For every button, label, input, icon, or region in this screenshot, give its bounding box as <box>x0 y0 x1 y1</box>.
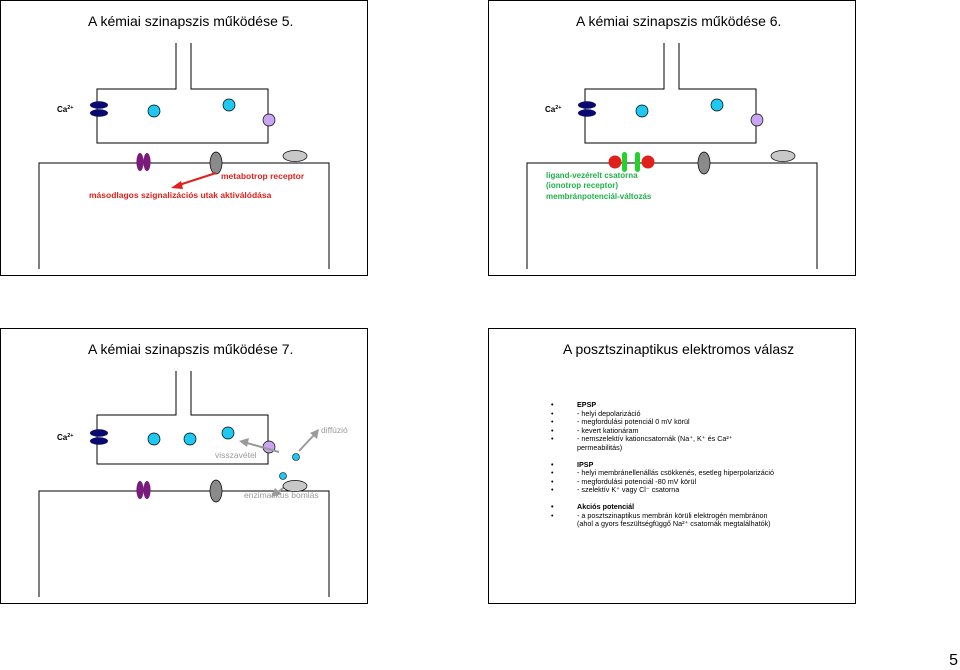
synapse-diagram: Ca2+ ligand-vezérelt csatorna (ionotrop … <box>526 43 818 269</box>
reuptake-arrow-icon <box>246 442 280 453</box>
receptor-icon <box>209 479 223 503</box>
vesicle-icon <box>147 104 161 118</box>
membran-label: membránpotenciál-változás <box>546 192 652 201</box>
vesicle-icon <box>222 98 236 112</box>
slide-title: A posztszinaptikus elektromos válasz <box>563 341 795 357</box>
vesicle-icon <box>262 113 276 127</box>
slide-7: A kémiai szinapszis működése 7. Ca2+ dif… <box>0 328 368 604</box>
bullet-item: - szelektív K⁺ vagy Cl⁻ csatorna <box>551 486 774 495</box>
vesicle-icon <box>635 104 649 118</box>
slide-5: A kémiai szinapszis működése 5. Ca2+ met… <box>0 0 368 276</box>
bullet-item: (ahol a gyors feszültségfüggő Na²⁺ csato… <box>577 519 771 529</box>
arrow-icon <box>178 172 217 186</box>
bullet-heading: EPSP <box>551 400 774 410</box>
bullet-item: - helyi depolarizáció <box>551 409 774 419</box>
ionotrop-label: (ionotrop receptor) <box>546 181 618 190</box>
vesicle-icon <box>221 426 235 440</box>
visszavetel-label: visszavétel <box>215 450 257 460</box>
vesicle-icon <box>710 98 724 112</box>
bullet-item: permeabilitás) <box>577 442 623 452</box>
slide-title: A kémiai szinapszis működése 6. <box>576 13 782 29</box>
synapse-diagram: Ca2+ metabotrop receptor másodlagos szig… <box>38 43 330 269</box>
ca-label: Ca2+ <box>545 105 562 114</box>
enzimatikus-label: enzimatikus bomlás <box>244 490 319 500</box>
vesicle-icon <box>183 432 197 446</box>
diffuzio-label: diffúzió <box>321 425 348 435</box>
ligand-label: ligand-vezérelt csatorna <box>546 171 638 180</box>
bullet-heading: Akciós potenciál <box>551 502 774 512</box>
ligand-gated-channel-icon <box>608 152 655 172</box>
metabotrop-receptor-icon <box>136 153 151 171</box>
enzyme-icon <box>282 150 308 162</box>
transmitter-icon <box>279 472 287 480</box>
masodlagos-label: másodlagos szignalizációs utak aktiválód… <box>89 190 272 200</box>
slide-title: A kémiai szinapszis működése 7. <box>88 341 294 357</box>
receptor-icon <box>697 151 711 175</box>
diffusion-arrow-icon <box>298 434 315 452</box>
ca-channel-icon <box>90 429 108 445</box>
bullet-heading: IPSP <box>551 460 774 470</box>
ca-channel-icon <box>578 101 596 117</box>
transmitter-icon <box>292 453 300 461</box>
bullet-item: - megfordulási potenciál -80 mV körül <box>551 477 774 487</box>
page-number: 5 <box>949 652 958 669</box>
ca-label: Ca2+ <box>57 433 74 442</box>
enzyme-icon <box>770 150 796 162</box>
slide-posztszinaptikus: A posztszinaptikus elektromos válasz EPS… <box>488 328 856 604</box>
slide-6: A kémiai szinapszis működése 6. Ca2+ lig… <box>488 0 856 276</box>
bullet-list: EPSP- helyi depolarizáció- megfordulási … <box>551 400 774 529</box>
metabotrop-receptor-icon <box>136 481 151 499</box>
ca-channel-icon <box>90 101 108 117</box>
bullet-item: - kevert kationáram <box>551 426 774 436</box>
vesicle-icon <box>147 432 161 446</box>
ca-label: Ca2+ <box>57 105 74 114</box>
bullet-item: - a posztszinaptikus membrán körüli elek… <box>551 511 774 521</box>
synapse-diagram: Ca2+ diffúzió visszavétel enzimatikus bo… <box>38 371 348 597</box>
bullet-item: - nemszelektív kationcsatornák (Na⁺, K⁺ … <box>551 435 774 444</box>
enzyme-icon <box>282 480 308 492</box>
slide-title: A kémiai szinapszis működése 5. <box>88 13 294 29</box>
metabotrop-label: metabotrop receptor <box>221 171 305 181</box>
vesicle-icon <box>750 113 764 127</box>
bullet-item: - megfordulási potenciál 0 mV körül <box>551 418 774 427</box>
bullet-item: - helyi membránellenállás csökkenés, ese… <box>551 469 774 478</box>
